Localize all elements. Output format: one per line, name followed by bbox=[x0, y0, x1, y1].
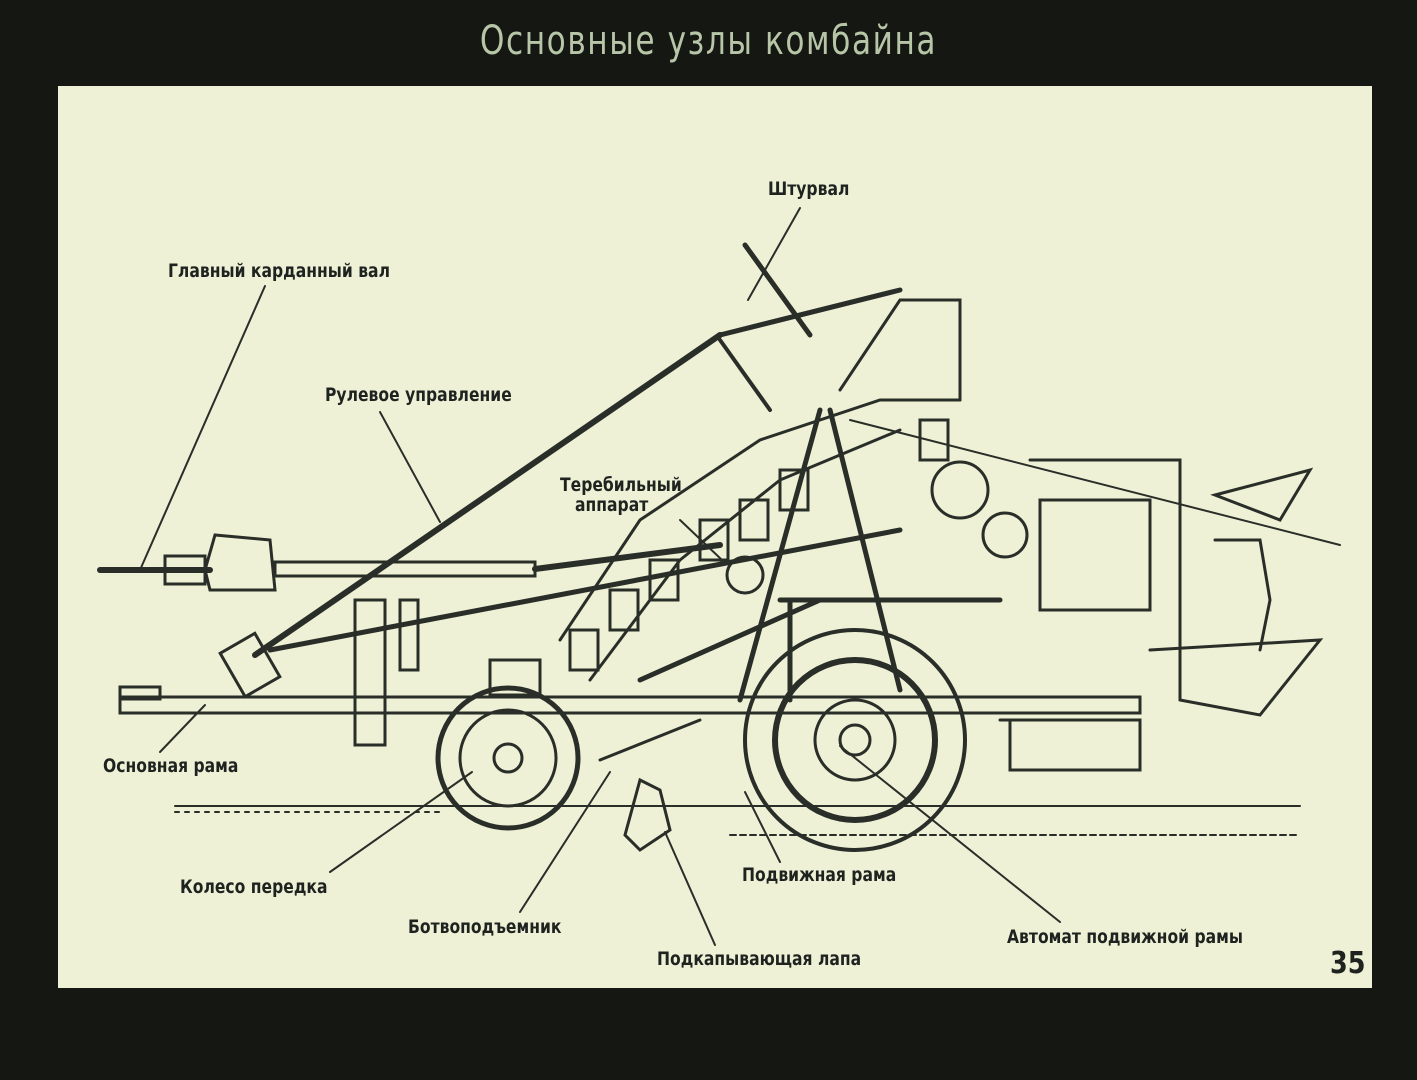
label-steering-wheel: Штурвал bbox=[768, 178, 850, 200]
front-post bbox=[353, 598, 420, 747]
rear-body bbox=[838, 298, 1341, 772]
leader-lines bbox=[139, 207, 1061, 946]
label-puller-unit-2: аппарат bbox=[575, 494, 649, 516]
ground-line bbox=[174, 805, 1301, 836]
label-main-cardan-shaft: Главный карданный вал bbox=[168, 260, 390, 282]
label-front-wheel: Колесо передка bbox=[180, 876, 328, 898]
front-wheel bbox=[435, 685, 581, 831]
rear-wheel bbox=[743, 628, 967, 852]
digging-share bbox=[488, 658, 702, 852]
cardan-shaft bbox=[97, 533, 723, 592]
central-frame bbox=[267, 407, 1003, 703]
label-digging-share: Подкапывающая лапа bbox=[657, 948, 862, 970]
slide-number: 35 bbox=[1330, 946, 1366, 981]
label-puller-unit-1: Теребильный bbox=[560, 474, 682, 496]
label-top-lifter: Ботвоподъемник bbox=[408, 916, 562, 938]
label-movable-frame-automat: Автомат подвижной рамы bbox=[1007, 926, 1243, 948]
label-main-frame: Основная рама bbox=[103, 755, 239, 777]
slide-title: Основные узлы комбайна bbox=[479, 18, 938, 64]
main-frame bbox=[118, 685, 1142, 715]
label-steering-control: Рулевое управление bbox=[325, 384, 512, 406]
steering-column bbox=[218, 242, 903, 699]
puller-unit bbox=[558, 398, 1029, 682]
label-movable-frame: Подвижная рама bbox=[742, 864, 897, 886]
diagram-panel bbox=[58, 86, 1372, 988]
